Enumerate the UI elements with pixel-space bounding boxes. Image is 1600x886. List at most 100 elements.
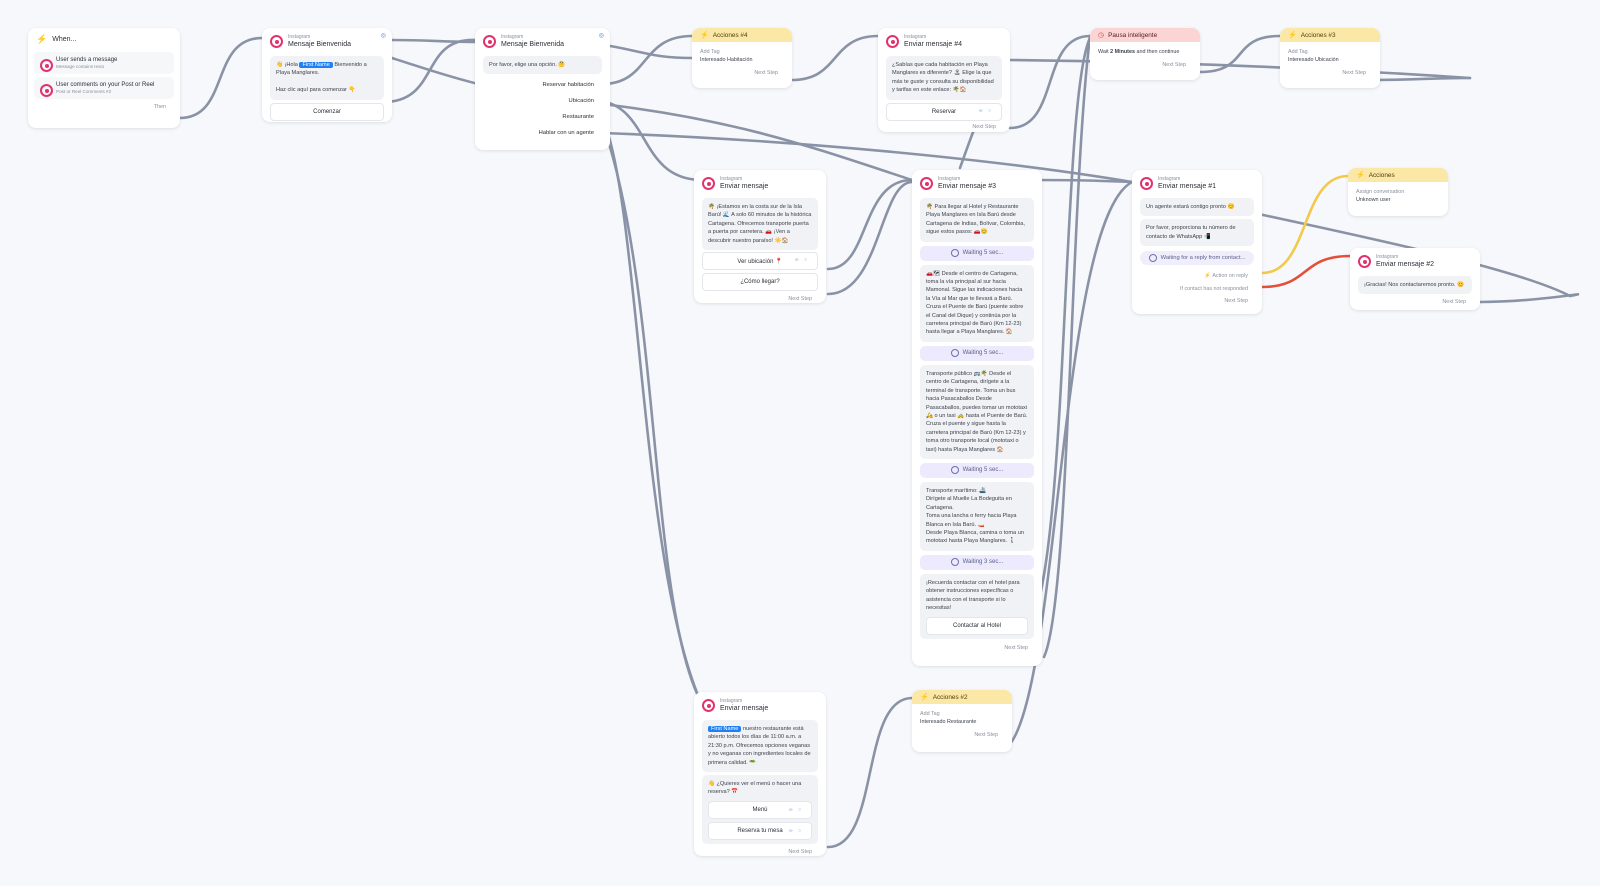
wait-label: Waiting 3 sec... xyxy=(962,559,1004,566)
menu-button[interactable]: Menú∞ ○ xyxy=(708,800,812,819)
chat-bubble-icon: ◎ xyxy=(598,33,604,39)
next-step[interactable]: Next Step xyxy=(1224,298,1248,305)
node-title: Enviar mensaje #3 xyxy=(938,183,996,190)
next-step[interactable]: Next Step xyxy=(1342,70,1366,76)
next-step[interactable]: Next Step xyxy=(974,732,998,738)
wire-hablar-to-enviar1 xyxy=(600,131,1134,184)
trigger-item-title: User sends a message xyxy=(56,57,118,63)
next-step[interactable]: Next Step xyxy=(1162,62,1186,68)
action-header: ⚡Acciones #4 xyxy=(692,28,792,42)
trigger-item-subtitle: Message contains texto xyxy=(56,64,105,69)
wait-label: Waiting 5 sec... xyxy=(962,350,1004,357)
como-llegar-button[interactable]: ¿Cómo llegar? xyxy=(702,273,818,292)
ver-ubicacion-button[interactable]: Ver ubicación 📍 ∞ ○ xyxy=(702,252,818,271)
message-bubble: Por favor, proporciona tu número de cont… xyxy=(1140,219,1254,247)
wire-acciones2-to-enviar1 xyxy=(1008,180,1134,746)
next-step[interactable]: Next Step xyxy=(972,123,996,130)
node-title: Mensaje Bienvenida xyxy=(288,41,352,48)
text: Bienvenido a Playa Manglares. xyxy=(276,62,367,77)
button-label: Ver ubicación 📍 xyxy=(737,258,783,265)
pause-icon: ◷ xyxy=(1098,32,1105,39)
wire-comollegar-to-enviar3 xyxy=(826,178,914,271)
option-ubicacion[interactable]: Ubicación xyxy=(568,98,594,105)
wire-onreply-to-acciones xyxy=(1260,174,1350,275)
button-label: Reserva tu mesa xyxy=(737,827,783,834)
trigger-item-comments[interactable]: User comments on your Post or Reel Post … xyxy=(34,77,174,99)
action-label: Add Tag xyxy=(700,49,720,55)
bolt-icon: ⚡ xyxy=(1288,32,1297,39)
trigger-item-subtitle: Post or Reel Comments #2 xyxy=(56,89,112,94)
text-line: Toma una lancha o ferry hacia Playa Blan… xyxy=(926,513,1017,528)
text: ¡Recuerda contactar con el hotel para ob… xyxy=(926,579,1020,611)
option-restaurante[interactable]: Restaurante xyxy=(562,114,594,121)
link-icon: ∞ ○ xyxy=(789,827,803,834)
wire-hablar-down xyxy=(604,132,702,702)
node-title: Enviar mensaje #4 xyxy=(904,41,962,48)
pausa-node[interactable]: ◷Pausa inteligente Wait 2 Minutes and th… xyxy=(1090,28,1200,80)
next-step[interactable]: Next Step xyxy=(1442,299,1466,306)
text-line: Transporte marítimo: 🚢 xyxy=(926,487,987,494)
instagram-icon xyxy=(920,177,933,190)
action-value: Unknown user xyxy=(1356,197,1391,203)
if-no-response[interactable]: If contact has not responded xyxy=(1179,286,1248,293)
trigger-node[interactable]: ⚡ When... User sends a message Message c… xyxy=(28,28,180,128)
node-title: Pausa inteligente xyxy=(1108,31,1158,39)
instagram-icon xyxy=(40,59,53,72)
message-bubble: 🌴 ¡Estamos en la costa sur de la Isla Ba… xyxy=(702,198,818,251)
wire-pausa-to-acciones3 xyxy=(1198,34,1282,74)
node-source: Instagram xyxy=(904,34,927,40)
text: Wait xyxy=(1098,49,1111,55)
link-icon: ∞ ○ xyxy=(795,257,809,264)
next-step[interactable]: Next Step xyxy=(754,70,778,76)
message-bubble: 🚗🗺 Desde el centro de Cartagena, toma la… xyxy=(920,264,1034,342)
node-title: Mensaje Bienvenida xyxy=(501,41,565,48)
action-header: ⚡Acciones xyxy=(1348,168,1448,182)
wait-label: Waiting 5 sec... xyxy=(962,250,1004,257)
option-hablar-agente[interactable]: Hablar con un agente xyxy=(538,130,594,137)
node-source: Instagram xyxy=(501,34,524,40)
node-source: Instagram xyxy=(1158,176,1181,182)
instagram-icon xyxy=(1140,177,1153,190)
message-bubble: ¡Recuerda contactar con el hotel para ob… xyxy=(920,573,1034,640)
comenzar-button[interactable]: Comenzar xyxy=(270,102,384,121)
message-bubble: ¿Sabías que cada habitación en Playa Man… xyxy=(886,56,1002,100)
action-on-reply[interactable]: ⚡ Action on reply xyxy=(1204,273,1248,280)
next-step[interactable]: Next Step xyxy=(788,296,812,303)
pause-header: ◷Pausa inteligente xyxy=(1090,28,1200,42)
node-title: Enviar mensaje #2 xyxy=(1376,261,1434,268)
option-reservar[interactable]: Reservar habitación xyxy=(542,82,594,89)
trigger-header: ⚡ When... xyxy=(28,28,180,49)
button-label: Reservar xyxy=(931,108,957,115)
clock-icon xyxy=(950,349,959,358)
instagram-icon xyxy=(702,699,715,712)
wire-enviarRest-to-acciones2 xyxy=(826,696,914,849)
node-title: Enviar mensaje xyxy=(720,705,769,712)
next-step[interactable]: Next Step xyxy=(1004,645,1028,652)
wire-acciones4-to-enviar4 xyxy=(790,34,880,82)
next-step[interactable]: Next Step xyxy=(788,848,812,855)
then-label[interactable]: Then xyxy=(153,104,166,110)
contactar-hotel-button[interactable]: Contactar al Hotel xyxy=(926,617,1028,636)
reservar-button[interactable]: Reservar ∞ ○ xyxy=(886,102,1002,121)
text-line: Dirígete al Muelle La Bodeguita en Carta… xyxy=(926,496,1012,511)
trigger-item-message[interactable]: User sends a message Message contains te… xyxy=(34,52,174,74)
node-title: Acciones xyxy=(1368,171,1395,179)
reserva-mesa-button[interactable]: Reserva tu mesa ∞ ○ xyxy=(708,821,812,840)
link-icon: ∞ ○ xyxy=(979,107,993,114)
bolt-icon: ⚡ xyxy=(36,34,48,44)
